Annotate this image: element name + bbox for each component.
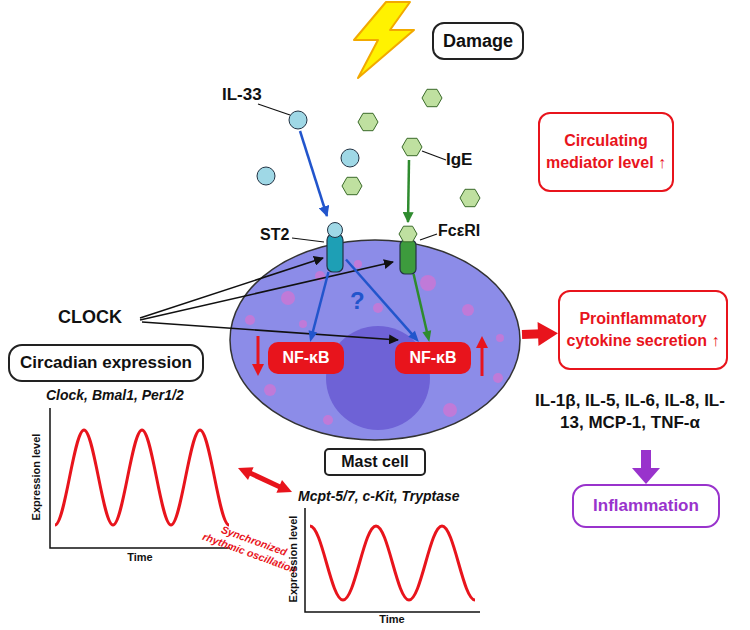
st2-receptor-outline — [328, 223, 343, 238]
nfkb-box: NF-κB — [268, 342, 344, 374]
sine-wave — [310, 526, 475, 600]
molecule-label: IgE — [446, 150, 472, 170]
ige-molecules — [402, 138, 422, 155]
il33-molecules — [341, 149, 359, 167]
mast-cell-outline — [481, 346, 484, 376]
connector-arrow — [538, 322, 558, 346]
mast-cell-outline — [493, 373, 503, 383]
node-text: NF-κB — [409, 349, 456, 367]
sync-double-arrow — [276, 480, 292, 493]
ige-molecules — [358, 113, 378, 130]
node-text: Circulating mediator level ↑ — [543, 130, 669, 173]
node-text: Inflammation — [593, 496, 699, 516]
st2-receptor-outline — [324, 222, 346, 272]
mast-cell-outline — [299, 320, 307, 328]
leader-lines — [258, 104, 446, 242]
mast-cell-outline — [354, 260, 362, 268]
graph-axes — [50, 408, 230, 548]
leader-lines — [258, 104, 290, 115]
fcer1-receptor-outline — [400, 240, 416, 274]
mast-cell-outline — [281, 291, 295, 305]
st2-receptor: ST2 — [324, 222, 346, 272]
leader-lines — [422, 151, 446, 160]
il33-molecules — [257, 111, 359, 185]
ige-molecules — [460, 189, 480, 206]
mast-cell-outline — [245, 315, 255, 325]
axis-label: Time — [372, 613, 412, 625]
mast-cell-outline — [443, 403, 457, 417]
axis-label: Time — [120, 551, 160, 563]
nfkb-box: NF-κB — [395, 342, 471, 374]
sync-double-arrow — [250, 473, 280, 487]
mast-cell-outline — [264, 384, 276, 396]
ige-molecules — [422, 89, 442, 106]
il33-binding-arrow — [300, 131, 327, 216]
sine-wave — [55, 430, 229, 525]
mast-cell-outline — [496, 334, 504, 342]
fcer1-receptor: FcεRI — [396, 226, 420, 274]
event-box: Damage — [432, 22, 524, 60]
node-text: Proinflammatory cytokine secretion ↑ — [562, 308, 724, 351]
sync-double-arrow — [238, 467, 254, 480]
ige-molecules — [342, 177, 362, 194]
node-text: ST2 — [260, 226, 289, 244]
ige-molecules — [342, 89, 480, 206]
axis-label: Expression level — [30, 427, 42, 527]
sine-wave — [55, 430, 475, 600]
question-mark: ? — [350, 287, 365, 315]
ige-binding-arrow — [408, 160, 409, 222]
gene-label: CLOCK — [58, 307, 122, 328]
node-text: Damage — [443, 31, 513, 52]
sync-double-arrow — [238, 467, 292, 492]
mast-cell-outline — [401, 255, 411, 265]
mast-cell-outline — [373, 303, 383, 313]
node-text: Mast cell — [324, 448, 426, 476]
molecule-label: IL-33 — [222, 85, 262, 105]
il33-molecules — [257, 167, 275, 185]
graph-axes — [305, 508, 480, 612]
lightning-bolt — [354, 2, 414, 78]
mast-cell-outline — [257, 336, 260, 366]
inflammation-arrow — [632, 450, 660, 484]
leader-lines — [292, 238, 324, 242]
inflammation-arrow — [632, 468, 660, 484]
graph-title: Clock, Bmal1, Per1/2 — [46, 387, 184, 403]
graph-axes — [50, 408, 480, 612]
il33-molecules — [289, 111, 307, 129]
graph-title: Mcpt-5/7, c-Kit, Tryptase — [298, 488, 460, 504]
fcer1-receptor-outline — [399, 226, 417, 242]
connector-arrow — [522, 329, 542, 339]
axis-label: Expression level — [287, 509, 299, 609]
cytokine-list: IL-1β, IL-5, IL-6, IL-8, IL-13, MCP-1, T… — [532, 390, 728, 434]
mast-cell-outline — [228, 238, 522, 442]
connector-arrow — [522, 322, 558, 346]
mast-cell-outline — [420, 275, 436, 291]
mast-cell: Mast cellNF-κBNF-κB — [228, 238, 522, 442]
heading-box: Circadian expression — [8, 344, 204, 382]
mast-cell-outline — [462, 304, 474, 316]
st2-receptor-outline — [327, 234, 343, 272]
node-text: Circadian expression — [20, 353, 192, 373]
mast-cell-outline — [476, 336, 488, 348]
mast-cell-outline — [252, 364, 264, 376]
mast-cell-outline — [315, 271, 325, 281]
outcome-box: Circulating mediator level ↑ — [538, 112, 674, 192]
mast-cell-outline — [230, 240, 520, 440]
inflammation-arrow — [641, 450, 651, 470]
node-text: NF-κB — [282, 349, 329, 367]
mast-cell-outline — [323, 415, 333, 425]
leader-lines — [420, 234, 437, 240]
result-box: Inflammation — [572, 484, 720, 528]
outcome-box: Proinflammatory cytokine secretion ↑ — [558, 290, 728, 370]
fcer1-receptor-outline — [396, 226, 420, 274]
mast-cell-outline — [245, 255, 504, 425]
node-text: FcεRI — [438, 222, 480, 240]
